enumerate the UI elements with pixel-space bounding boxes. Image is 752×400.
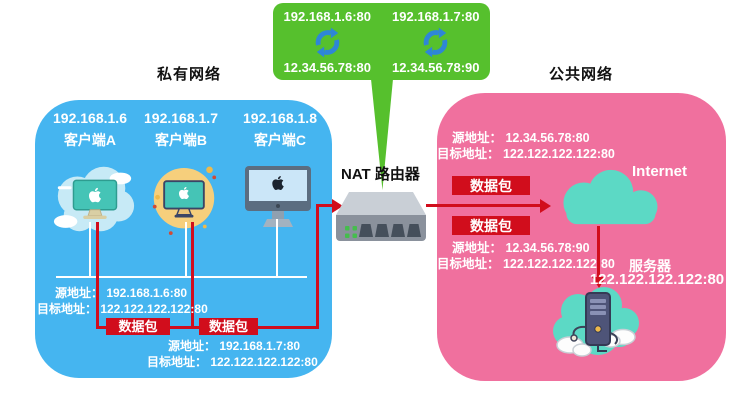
client-b-ip: 192.168.1.7 [144,110,218,126]
server-address: 122.122.122.122:80 [589,271,725,288]
packet1-destination: 目标地址： 122.122.122.122:80 [37,302,208,316]
packet-path-to-internet [426,204,541,207]
lan-line-client-a [89,222,91,278]
packet1-source: 源地址： 192.168.1.6:80 [55,286,188,300]
internet-cloud-icon [563,169,658,225]
sync-icon [423,27,448,57]
public-network-label: 公共网络 [549,66,614,83]
arrowhead-into-router [332,198,343,213]
lan-bus-line [56,276,307,278]
client-a-name: 客户端A [63,132,117,148]
private-address: 192.168.1.7:80 [392,9,480,24]
sync-icon [315,27,340,57]
private-network-zone [35,100,332,378]
client-b-name: 客户端B [154,132,208,148]
nat-mapping-1: 192.168.1.6:80 12.34.56.78:80 [273,3,382,80]
arrowhead-into-cloud [540,198,551,213]
packet-badge: 数据包 [452,176,530,195]
server-icon [553,287,639,357]
packet-badge: 数据包 [199,318,258,335]
internet-label: Internet [632,163,688,180]
public-address: 12.34.56.78:90 [392,60,480,75]
nat-mapping-2: 192.168.1.7:80 12.34.56.78:90 [382,3,491,80]
client-a-computer-icon [53,166,135,232]
packet-path-to-router [316,204,333,207]
translated-packet2-destination: 目标地址： 122.122.122.122:80 [437,257,615,271]
packet-path-client-b [191,222,194,329]
client-c-computer-icon [245,166,311,227]
packet-path-up [316,207,319,329]
nat-router-label: NAT 路由器 [341,166,420,183]
private-network-label: 私有网络 [157,66,222,83]
arrowhead-into-server [591,277,606,288]
packet2-destination: 目标地址： 122.122.122.122:80 [147,355,318,369]
translated-packet1-source: 源地址： 12.34.56.78:80 [452,131,590,145]
client-c-name: 客户端C [253,132,307,148]
server-label: 服务器 [629,258,671,274]
packet-path-to-server [597,226,600,279]
packet-badge: 数据包 [106,318,170,335]
lan-line-client-b [185,222,187,278]
packet2-source: 源地址： 192.168.1.7:80 [168,339,301,353]
client-b-computer-icon [152,166,217,235]
nat-router-icon [336,192,426,241]
lan-line-client-c [276,219,278,278]
client-a-ip: 192.168.1.6 [53,110,127,126]
packet-badge: 数据包 [452,216,530,235]
translated-packet1-destination: 目标地址： 122.122.122.122:80 [437,147,615,161]
public-address: 12.34.56.78:80 [283,60,371,75]
private-address: 192.168.1.6:80 [283,9,371,24]
client-c-ip: 192.168.1.8 [243,110,317,126]
nat-translation-table: 192.168.1.6:80 12.34.56.78:80 192.168.1.… [273,3,490,80]
translated-packet2-source: 源地址： 12.34.56.78:90 [452,241,590,255]
packet-path-client-a [96,222,99,329]
